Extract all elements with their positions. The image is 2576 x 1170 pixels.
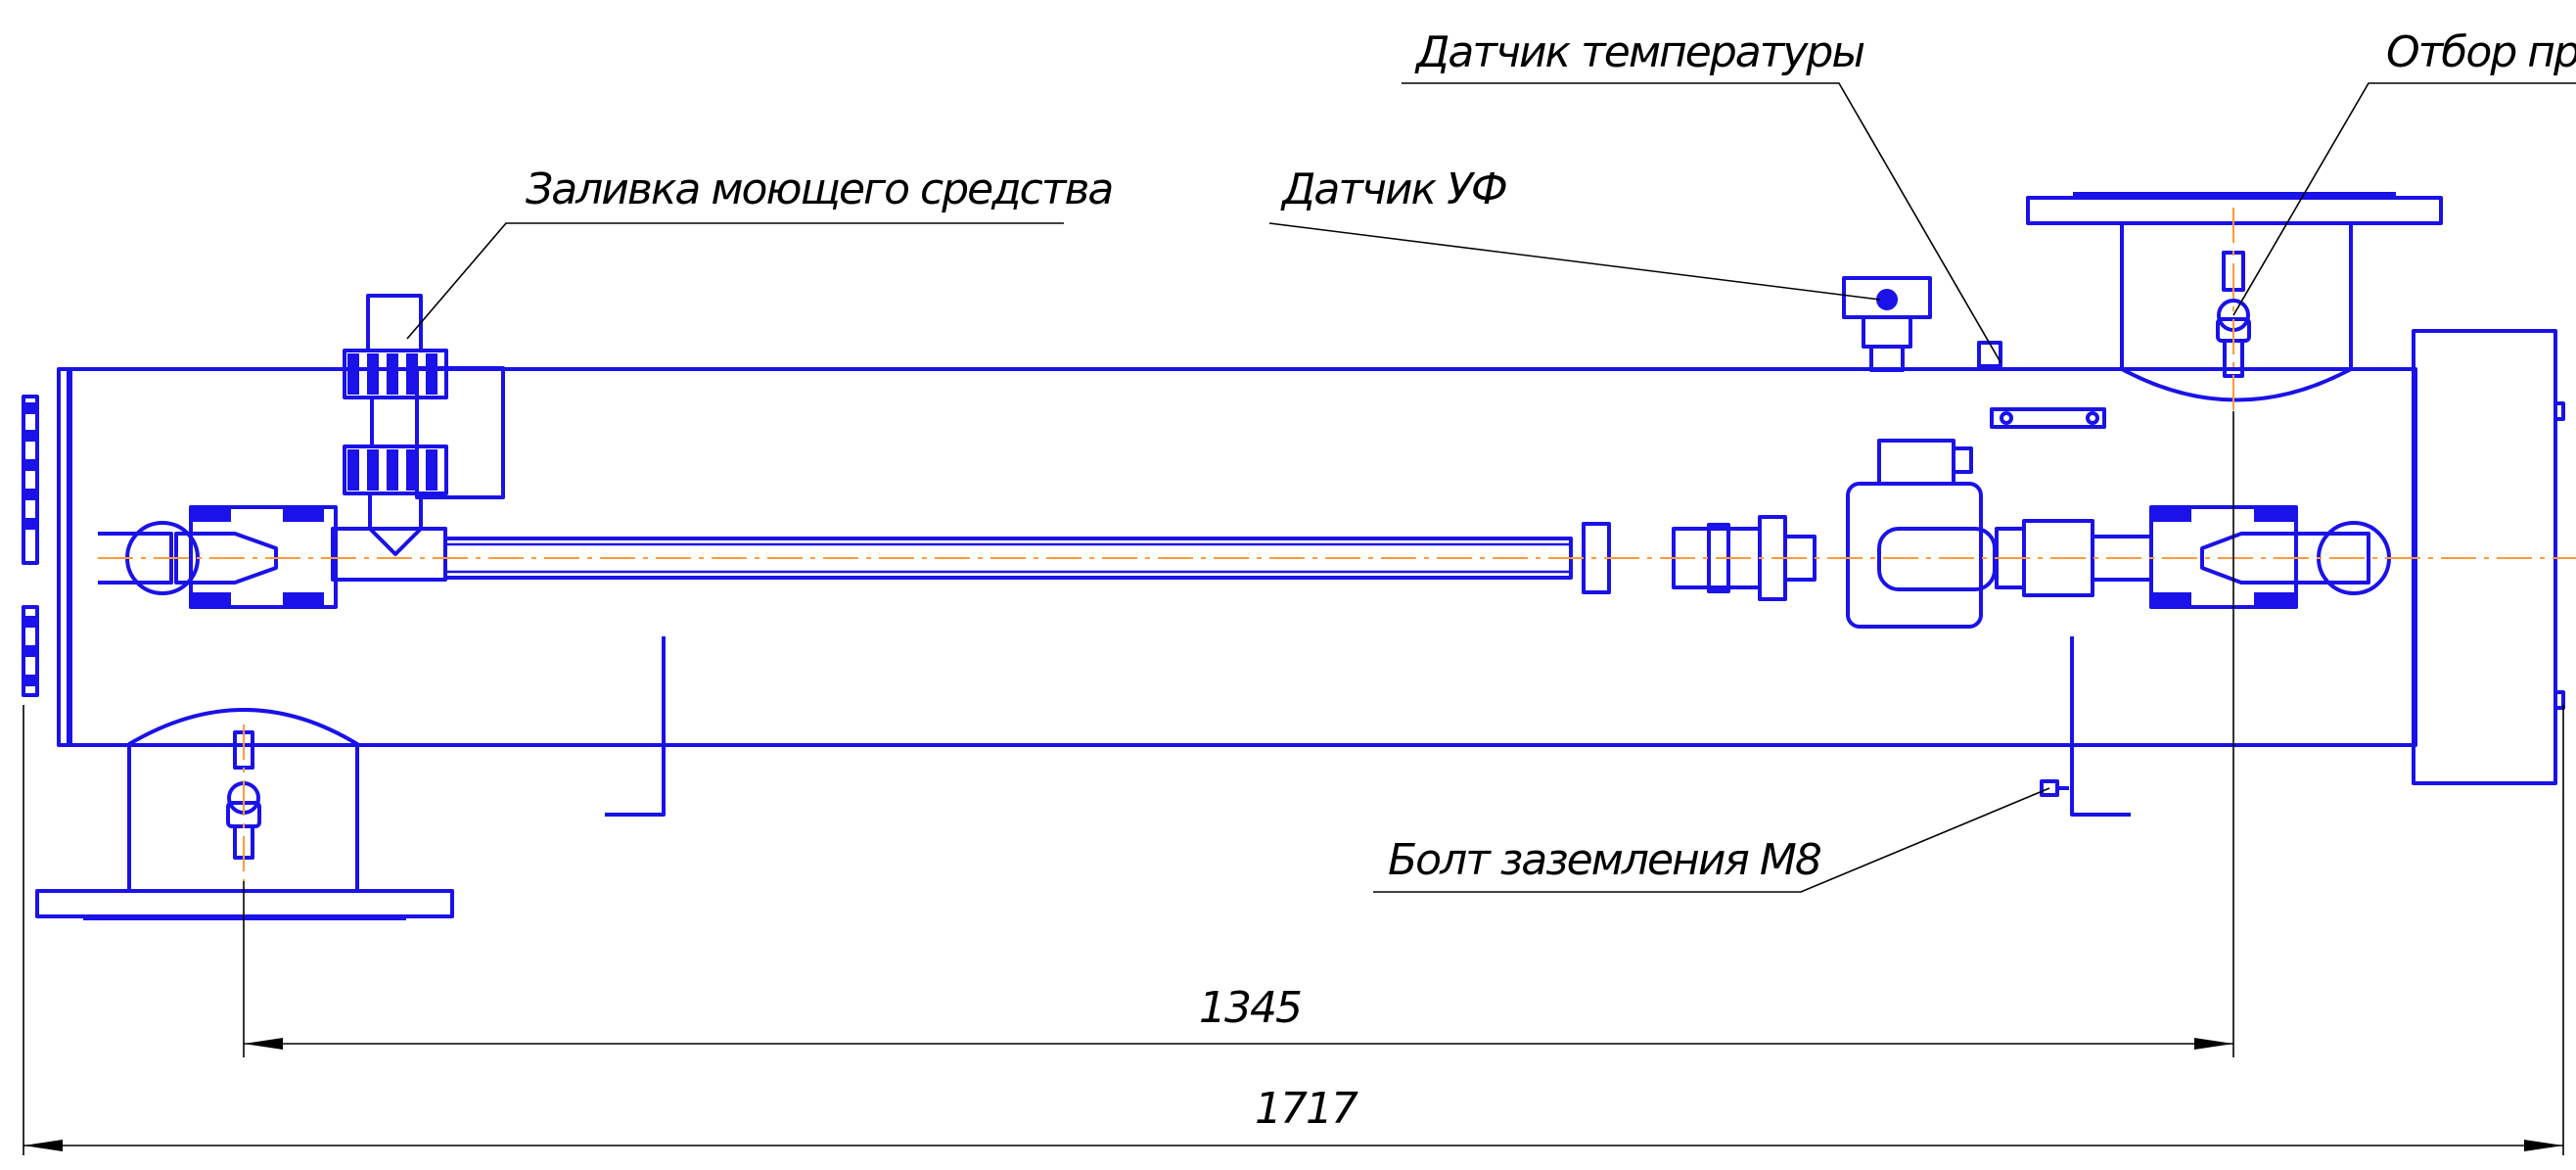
ground-bolt — [2040, 779, 2069, 797]
inlet-nozzle — [35, 708, 454, 920]
label-ground-bolt: Болт заземления М8 — [1388, 835, 1821, 885]
leader-lines — [406, 82, 2576, 893]
right-lamp-connector — [2149, 505, 2391, 609]
outlet-nozzle — [2026, 192, 2443, 402]
flow-assembly — [1582, 439, 2153, 629]
temperature-sensor — [1977, 341, 2106, 429]
dimension-1345: 1345 — [1199, 983, 1301, 1033]
dimension-1717: 1717 — [1255, 1084, 1358, 1134]
dimension-lines — [23, 411, 2564, 1155]
left-lamp-connector — [98, 505, 447, 609]
label-detergent-fill: Заливка моющего средства — [526, 164, 1112, 214]
uv-sensor — [1842, 276, 1932, 372]
label-sampling: Отбор про — [2386, 27, 2576, 77]
center-lines — [98, 208, 2576, 881]
mounting-brackets — [605, 636, 2131, 817]
label-uv-sensor: Датчик УФ — [1280, 164, 1506, 214]
detergent-valve — [343, 294, 505, 556]
label-temperature-sensor: Датчик температуры — [1414, 27, 1863, 77]
